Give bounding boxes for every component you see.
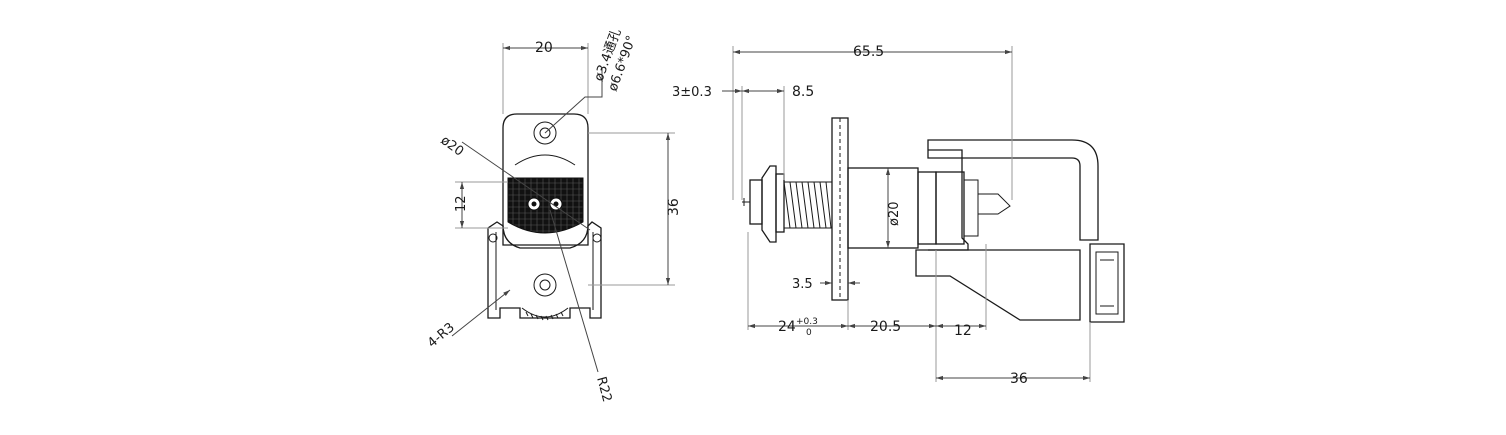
body-arc xyxy=(514,154,576,166)
dim-slot-12: 12 xyxy=(454,195,469,212)
connector-block xyxy=(1089,243,1125,323)
dim-mid-20-5: 20.5 xyxy=(870,319,901,335)
dim-flange-3-5: 3.5 xyxy=(792,277,813,292)
bottom-countersink xyxy=(533,273,557,297)
side-dia-label: ø20 xyxy=(887,202,902,227)
front-view: 20 ø3.4通孔 ø6.6*90° ø20 12 36 4-R3 R22 xyxy=(425,27,682,404)
spring-seat xyxy=(775,173,785,233)
dim-height-36: 36 xyxy=(666,198,682,216)
body-neck xyxy=(917,171,937,245)
bracket-inner-lines xyxy=(495,232,594,310)
connector-face xyxy=(507,177,584,234)
small-flange xyxy=(761,165,777,243)
terminal-post xyxy=(749,179,763,225)
front-body-outline xyxy=(502,150,589,249)
top-mount-ear xyxy=(502,113,589,150)
spring xyxy=(783,181,832,229)
pin-left-dot xyxy=(531,201,537,207)
side-view: 65.5 3±0.3 8.5 ø20 3.5 24 +0.3 0 20.5 12… xyxy=(672,44,1125,387)
coil-cap xyxy=(935,171,965,245)
dim-width-20: 20 xyxy=(535,40,553,56)
radius-leader xyxy=(549,209,599,373)
dia-leader xyxy=(461,141,591,231)
knurl-teeth xyxy=(525,311,564,321)
dim-overall-65-5: 65.5 xyxy=(853,44,884,60)
terminal-lead xyxy=(742,198,750,206)
plunger-tip xyxy=(978,193,1011,215)
side-bracket xyxy=(927,139,1099,241)
bottom-hole xyxy=(539,279,551,291)
connector-detail xyxy=(1095,251,1119,315)
hole-note-leader xyxy=(544,68,603,134)
dim-base-tol-upper: +0.3 xyxy=(796,317,818,327)
top-hole xyxy=(539,127,551,139)
corner-radius-note: 4-R3 xyxy=(425,320,458,351)
dim-bottom-36: 36 xyxy=(1010,371,1028,387)
dim-base-tol-lower: 0 xyxy=(806,328,812,338)
front-dia-label: ø20 xyxy=(438,133,467,160)
dim-base-24: 24 xyxy=(778,319,796,335)
coil-nut xyxy=(963,179,979,237)
bracket-hole-right xyxy=(592,233,602,243)
bracket-arm xyxy=(928,149,969,251)
solenoid-body xyxy=(847,167,919,249)
radius-note: R22 xyxy=(593,375,614,404)
top-countersink xyxy=(533,121,557,145)
knurl-arc xyxy=(521,307,569,318)
dim-tolerance-3: 3±0.3 xyxy=(672,85,712,100)
bracket-hole-left xyxy=(488,233,498,243)
corner-radius-leader xyxy=(451,289,511,337)
dim-inner-12: 12 xyxy=(954,323,972,339)
bracket-foot xyxy=(915,249,1081,321)
dim-stroke-8-5: 8.5 xyxy=(792,84,814,100)
lower-bracket xyxy=(487,221,602,319)
